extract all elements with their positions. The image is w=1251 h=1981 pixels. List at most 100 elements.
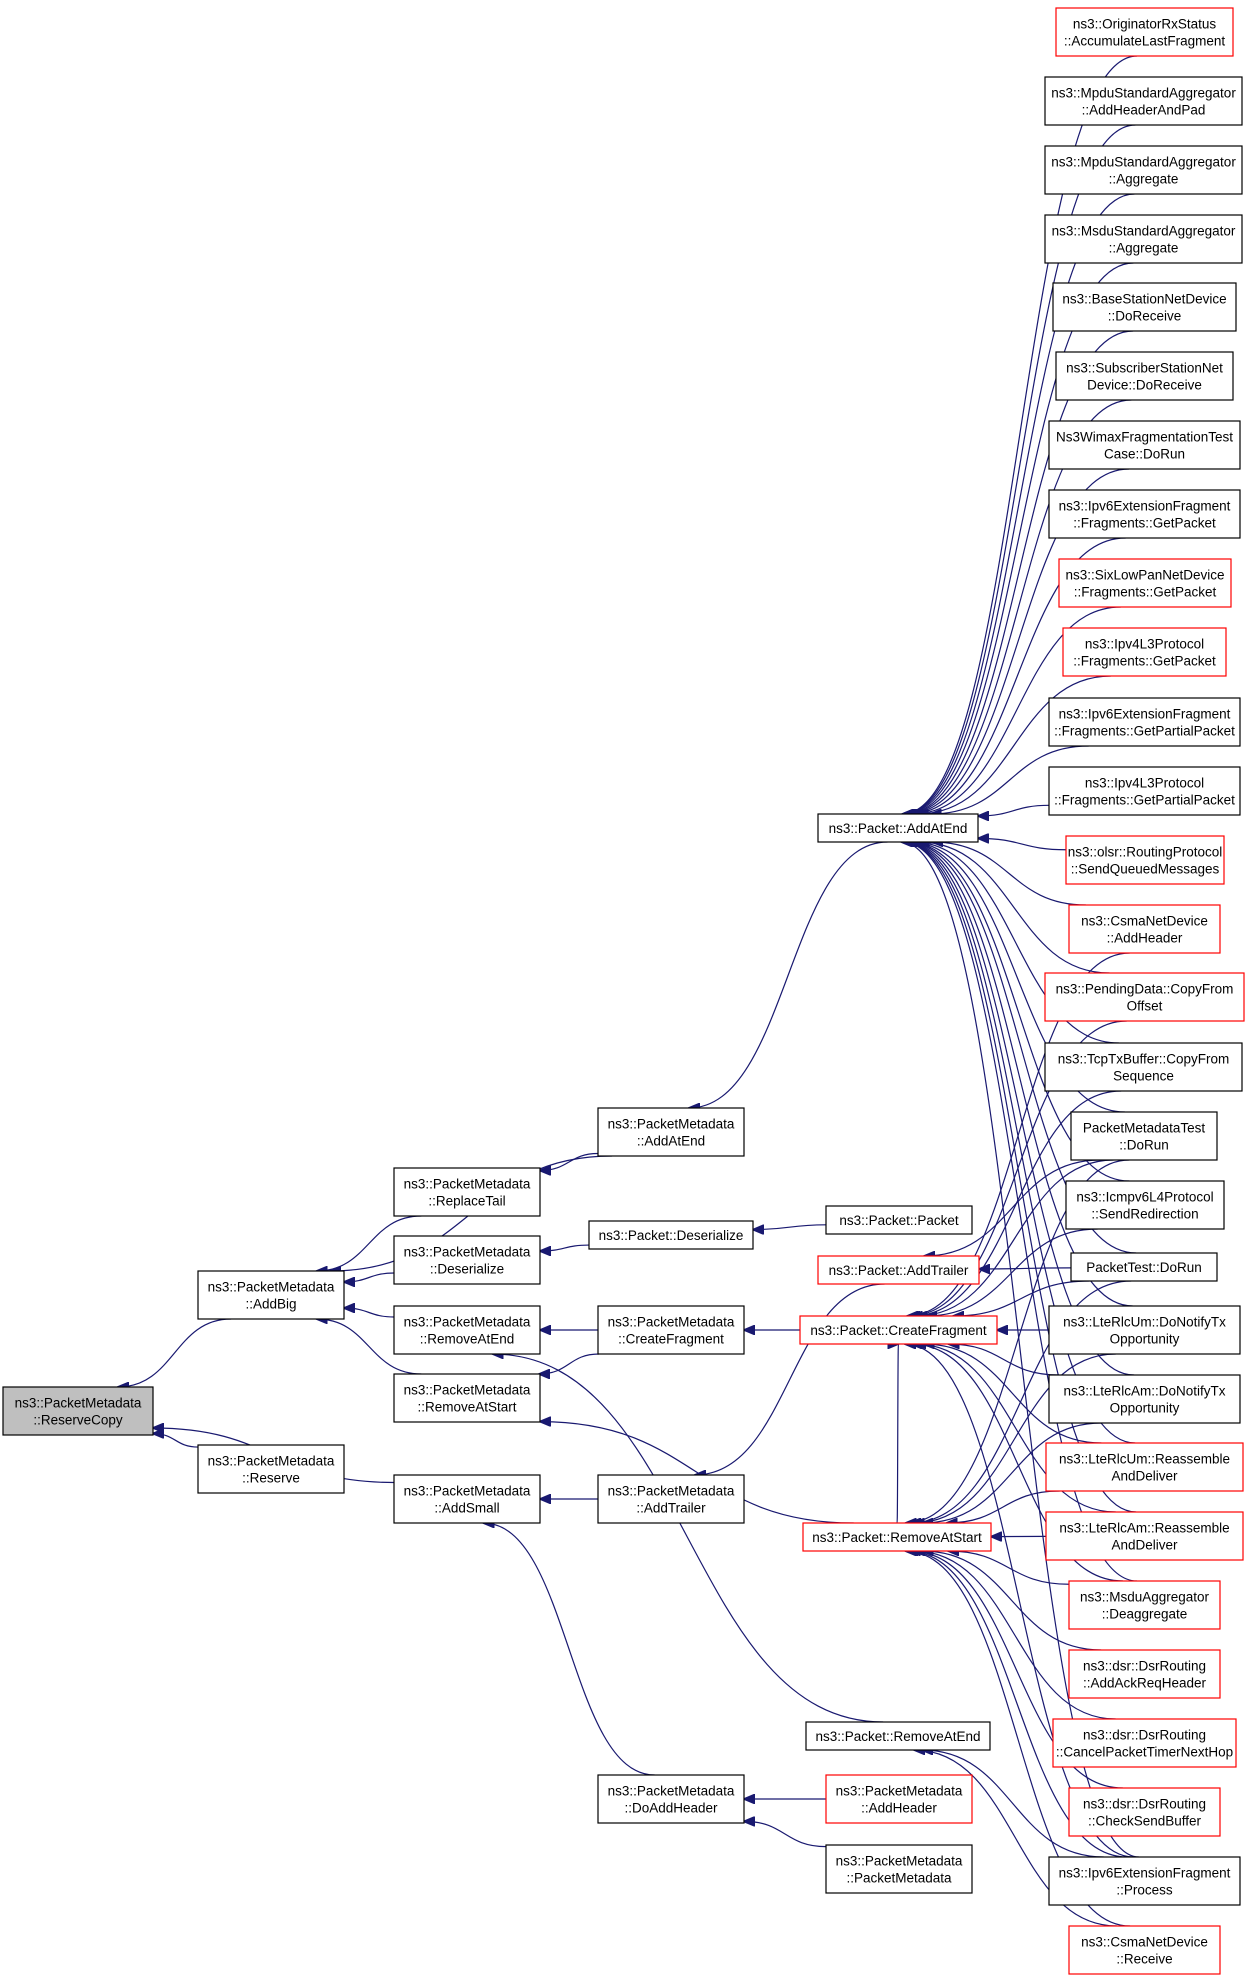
node-r17[interactable]: PacketMetadataTest::DoRun: [1070, 1111, 1218, 1161]
node-label-r04-line-0: ns3::MsduStandardAggregator: [1052, 224, 1236, 239]
node-removeatstart_p[interactable]: ns3::Packet::RemoveAtStart: [802, 1522, 992, 1552]
node-deserialize_p[interactable]: ns3::Packet::Deserialize: [588, 1220, 754, 1250]
node-label-deserialize_pm-line-1: ::Deserialize: [430, 1262, 504, 1277]
node-removeatend_p[interactable]: ns3::Packet::RemoveAtEnd: [805, 1721, 991, 1751]
node-addatend_pm[interactable]: ns3::PacketMetadata::AddAtEnd: [597, 1107, 745, 1157]
node-label-r11-line-1: ::Fragments::GetPartialPacket: [1054, 724, 1235, 739]
node-r24[interactable]: ns3::MsduAggregator::Deaggregate: [1068, 1580, 1221, 1630]
node-r26[interactable]: ns3::dsr::DsrRouting::CancelPacketTimerN…: [1052, 1718, 1237, 1768]
edge-r26-to-removeatstart_p: [914, 1551, 1116, 1720]
edge-r22-to-removeatstart_p: [947, 1490, 1060, 1523]
node-box-r16: [1044, 1042, 1243, 1092]
node-removeatend_pm[interactable]: ns3::PacketMetadata::RemoveAtEnd: [393, 1305, 541, 1355]
node-label-removeatend_p-line-0: ns3::Packet::RemoveAtEnd: [815, 1729, 980, 1744]
node-reserve[interactable]: ns3::PacketMetadata::Reserve: [197, 1444, 345, 1494]
node-box-r04: [1044, 214, 1243, 264]
node-box-removeatend_pm: [393, 1305, 541, 1355]
node-r19[interactable]: PacketTest::DoRun: [1070, 1252, 1218, 1282]
node-r25[interactable]: ns3::dsr::DsrRouting::AddAckReqHeader: [1068, 1649, 1221, 1699]
node-r05[interactable]: ns3::BaseStationNetDevice::DoReceive: [1052, 282, 1237, 332]
node-r10[interactable]: ns3::Ipv4L3Protocol::Fragments::GetPacke…: [1062, 627, 1227, 677]
node-label-r11-line-0: ns3::Ipv6ExtensionFragment: [1059, 707, 1231, 722]
node-box-r23: [1045, 1511, 1244, 1561]
node-label-pmctor-line-1: ::PacketMetadata: [846, 1871, 952, 1886]
node-box-r15: [1044, 972, 1245, 1022]
edge-r27-to-removeatstart_p: [910, 1551, 1123, 1789]
node-r06[interactable]: ns3::SubscriberStationNetDevice::DoRecei…: [1055, 351, 1234, 401]
node-label-r08-line-0: ns3::Ipv6ExtensionFragment: [1059, 499, 1231, 514]
node-r03[interactable]: ns3::MpduStandardAggregator::Aggregate: [1044, 145, 1243, 195]
node-box-r03: [1044, 145, 1243, 195]
node-label-addbig-line-1: ::AddBig: [245, 1297, 296, 1312]
node-box-addbig: [197, 1270, 345, 1320]
edge-r17-to-createfragment_p: [916, 1159, 1114, 1316]
node-r09[interactable]: ns3::SixLowPanNetDevice::Fragments::GetP…: [1058, 558, 1232, 608]
edge-removeatstart_pm-to-addbig: [317, 1319, 422, 1375]
edge-r17-to-removeatstart_p: [906, 1159, 1130, 1523]
node-r11[interactable]: ns3::Ipv6ExtensionFragment::Fragments::G…: [1048, 697, 1241, 747]
node-label-removeatend_pm-line-1: ::RemoveAtEnd: [420, 1332, 515, 1347]
node-box-r25: [1068, 1649, 1221, 1699]
node-label-r17-line-1: ::DoRun: [1119, 1138, 1169, 1153]
node-r28[interactable]: ns3::Ipv6ExtensionFragment::Process: [1048, 1856, 1241, 1906]
node-addatend_p[interactable]: ns3::Packet::AddAtEnd: [817, 813, 979, 843]
node-label-createfragment_pm-line-1: ::CreateFragment: [618, 1332, 724, 1347]
node-removeatstart_pm[interactable]: ns3::PacketMetadata::RemoveAtStart: [393, 1373, 541, 1423]
node-box-addheader_pm: [825, 1774, 973, 1824]
node-label-r15-line-0: ns3::PendingData::CopyFrom: [1056, 982, 1234, 997]
node-box-r12: [1048, 766, 1241, 816]
node-addheader_pm[interactable]: ns3::PacketMetadata::AddHeader: [825, 1774, 973, 1824]
node-r04[interactable]: ns3::MsduStandardAggregator::Aggregate: [1044, 214, 1243, 264]
edge-r15-to-addatend_p: [918, 842, 1110, 974]
node-box-r28: [1048, 1856, 1241, 1906]
node-r12[interactable]: ns3::Ipv4L3Protocol::Fragments::GetParti…: [1048, 766, 1241, 816]
node-box-r11: [1048, 697, 1241, 747]
node-r01[interactable]: ns3::OriginatorRxStatus::AccumulateLastF…: [1055, 7, 1234, 57]
node-label-r29-line-0: ns3::CsmaNetDevice: [1081, 1935, 1208, 1950]
node-label-r01-line-0: ns3::OriginatorRxStatus: [1073, 17, 1217, 32]
node-r14[interactable]: ns3::CsmaNetDevice::AddHeader: [1068, 904, 1221, 954]
node-addbig[interactable]: ns3::PacketMetadata::AddBig: [197, 1270, 345, 1320]
node-box-r01: [1055, 7, 1234, 57]
node-r02[interactable]: ns3::MpduStandardAggregator::AddHeaderAn…: [1044, 76, 1243, 126]
edge-r29-to-removeatstart_p: [905, 1551, 1131, 1927]
node-label-r24-line-0: ns3::MsduAggregator: [1080, 1590, 1210, 1605]
node-r29[interactable]: ns3::CsmaNetDevice::Receive: [1068, 1925, 1221, 1975]
node-label-r16-line-1: Sequence: [1113, 1069, 1174, 1084]
node-pmctor[interactable]: ns3::PacketMetadata::PacketMetadata: [825, 1844, 973, 1894]
node-label-r13-line-0: ns3::olsr::RoutingProtocol: [1068, 845, 1223, 860]
node-deserialize_pm[interactable]: ns3::PacketMetadata::Deserialize: [393, 1235, 541, 1285]
node-packet_packet[interactable]: ns3::Packet::Packet: [825, 1205, 973, 1235]
edge-r19-to-addtrailer_p: [979, 1268, 1072, 1269]
node-replacetail[interactable]: ns3::PacketMetadata::ReplaceTail: [393, 1167, 541, 1217]
edge-pmctor-to-doaddheader: [744, 1821, 827, 1848]
node-box-r20: [1048, 1305, 1241, 1355]
node-doaddheader[interactable]: ns3::PacketMetadata::DoAddHeader: [597, 1774, 745, 1824]
node-createfragment_pm[interactable]: ns3::PacketMetadata::CreateFragment: [597, 1305, 745, 1355]
node-box-addatend_pm: [597, 1107, 745, 1157]
node-addsmall[interactable]: ns3::PacketMetadata::AddSmall: [393, 1474, 541, 1524]
node-label-removeatend_pm-line-0: ns3::PacketMetadata: [404, 1315, 531, 1330]
node-addtrailer_pm[interactable]: ns3::PacketMetadata::AddTrailer: [597, 1474, 745, 1524]
node-addtrailer_p[interactable]: ns3::Packet::AddTrailer: [817, 1255, 980, 1285]
node-reservecopy: ns3::PacketMetadata::ReserveCopy: [2, 1386, 154, 1436]
edge-r28-to-removeatstart_p: [907, 1551, 1128, 1858]
node-r27[interactable]: ns3::dsr::DsrRouting::CheckSendBuffer: [1068, 1787, 1221, 1837]
node-label-r05-line-1: ::DoReceive: [1108, 309, 1182, 324]
node-label-r07-line-0: Ns3WimaxFragmentationTest: [1056, 430, 1233, 445]
node-box-r18: [1065, 1180, 1225, 1230]
node-r18[interactable]: ns3::Icmpv6L4Protocol::SendRedirection: [1065, 1180, 1225, 1230]
edge-deserialize_p-to-deserialize_pm: [540, 1244, 590, 1251]
node-r08[interactable]: ns3::Ipv6ExtensionFragment::Fragments::G…: [1048, 489, 1241, 539]
node-label-r09-line-0: ns3::SixLowPanNetDevice: [1065, 568, 1224, 583]
node-r13[interactable]: ns3::olsr::RoutingProtocol::SendQueuedMe…: [1065, 835, 1225, 885]
node-createfragment_p[interactable]: ns3::Packet::CreateFragment: [799, 1315, 998, 1345]
node-box-removeatend_p: [805, 1721, 991, 1751]
